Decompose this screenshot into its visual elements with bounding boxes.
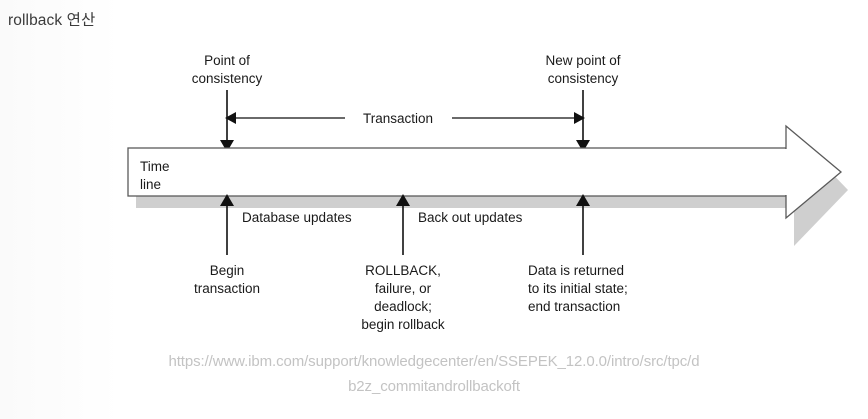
timeline-bar-body xyxy=(127,147,787,197)
new-point-of-consistency-label-line1: New point of xyxy=(545,53,620,68)
data-returned-label-line3: end transaction xyxy=(528,299,620,314)
timeline-label-line2: line xyxy=(140,177,161,192)
rollback-event-label-line4: begin rollback xyxy=(361,317,445,332)
new-point-of-consistency-arrowhead-icon xyxy=(576,140,590,152)
transaction-span-label: Transaction xyxy=(363,111,433,126)
rollback-event-label-line3: deadlock; xyxy=(374,299,432,314)
begin-transaction-arrowhead-icon xyxy=(220,194,234,206)
page-title: rollback 연산 xyxy=(8,12,96,29)
bottom-marker-begin-transaction: Begin transaction xyxy=(194,194,260,296)
data-returned-arrowhead-icon xyxy=(576,194,590,206)
begin-transaction-label-line1: Begin xyxy=(210,263,245,278)
transaction-span: Transaction xyxy=(225,111,585,126)
transaction-arrowhead-left-icon xyxy=(225,112,236,124)
data-returned-label-line1: Data is returned xyxy=(528,263,624,278)
rollback-event-arrowhead-icon xyxy=(396,194,410,206)
rollback-event-label-line2: failure, or xyxy=(375,281,432,296)
source-caption-line2: b2z_commitandrollbackoft xyxy=(348,378,520,395)
bottom-marker-data-returned: Data is returned to its initial state; e… xyxy=(528,194,628,314)
rollback-event-label-line1: ROLLBACK, xyxy=(365,263,441,278)
phase-label-back-out-updates: Back out updates xyxy=(418,210,523,225)
point-of-consistency-arrowhead-icon xyxy=(220,140,234,152)
transaction-arrowhead-right-icon xyxy=(574,112,585,124)
source-caption: https://www.ibm.com/support/knowledgecen… xyxy=(0,349,868,399)
bottom-marker-rollback-event: ROLLBACK, failure, or deadlock; begin ro… xyxy=(361,194,445,332)
data-returned-label-line2: to its initial state; xyxy=(528,281,628,296)
top-marker-point-of-consistency: Point of consistency xyxy=(192,53,263,152)
point-of-consistency-label-line1: Point of xyxy=(204,53,250,68)
new-point-of-consistency-label-line2: consistency xyxy=(548,71,619,86)
rollback-timeline-diagram: Point of consistency New point of consis… xyxy=(127,53,848,332)
point-of-consistency-label-line2: consistency xyxy=(192,71,263,86)
timeline-bar: Time line xyxy=(127,124,848,246)
phase-label-database-updates: Database updates xyxy=(242,210,352,225)
source-caption-line1: https://www.ibm.com/support/knowledgecen… xyxy=(168,353,700,370)
top-marker-new-point-of-consistency: New point of consistency xyxy=(545,53,621,152)
timeline-label-line1: Time xyxy=(140,159,170,174)
begin-transaction-label-line2: transaction xyxy=(194,281,260,296)
